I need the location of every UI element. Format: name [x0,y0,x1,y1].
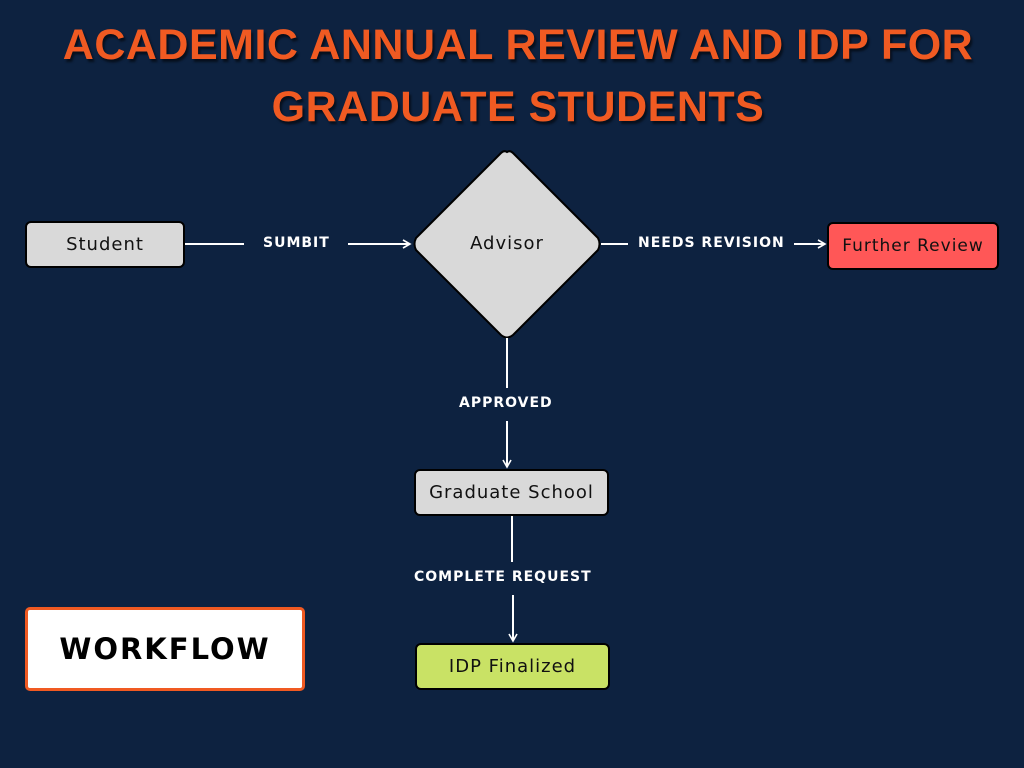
edge-label-complete-request: COMPLETE REQUEST [414,569,592,585]
node-further-review-label: Further Review [842,236,984,256]
title-line-2: GRADUATE STUDENTS [271,83,765,131]
node-idp-finalized-label: IDP Finalized [448,656,577,677]
edge-label-submit: SUMBIT [263,235,330,251]
workflow-badge-label: WORKFLOW [59,632,271,666]
page-title: ACADEMIC ANNUAL REVIEW AND IDP FOR GRADU… [0,14,1024,138]
node-student[interactable]: Student [25,221,185,268]
node-advisor-label: Advisor [470,232,544,254]
workflow-badge: WORKFLOW [25,607,305,691]
edge-label-approved: APPROVED [459,395,553,411]
node-graduate-school-label: Graduate School [429,482,594,503]
node-idp-finalized[interactable]: IDP Finalized [415,643,610,690]
title-line-1: ACADEMIC ANNUAL REVIEW AND IDP FOR [62,21,974,69]
node-graduate-school[interactable]: Graduate School [414,469,609,516]
node-student-label: Student [66,234,144,255]
node-further-review[interactable]: Further Review [827,222,999,270]
node-advisor[interactable]: Advisor [413,150,601,338]
edge-label-needs-revision: NEEDS REVISION [638,235,785,251]
diamond-shape [413,150,601,338]
